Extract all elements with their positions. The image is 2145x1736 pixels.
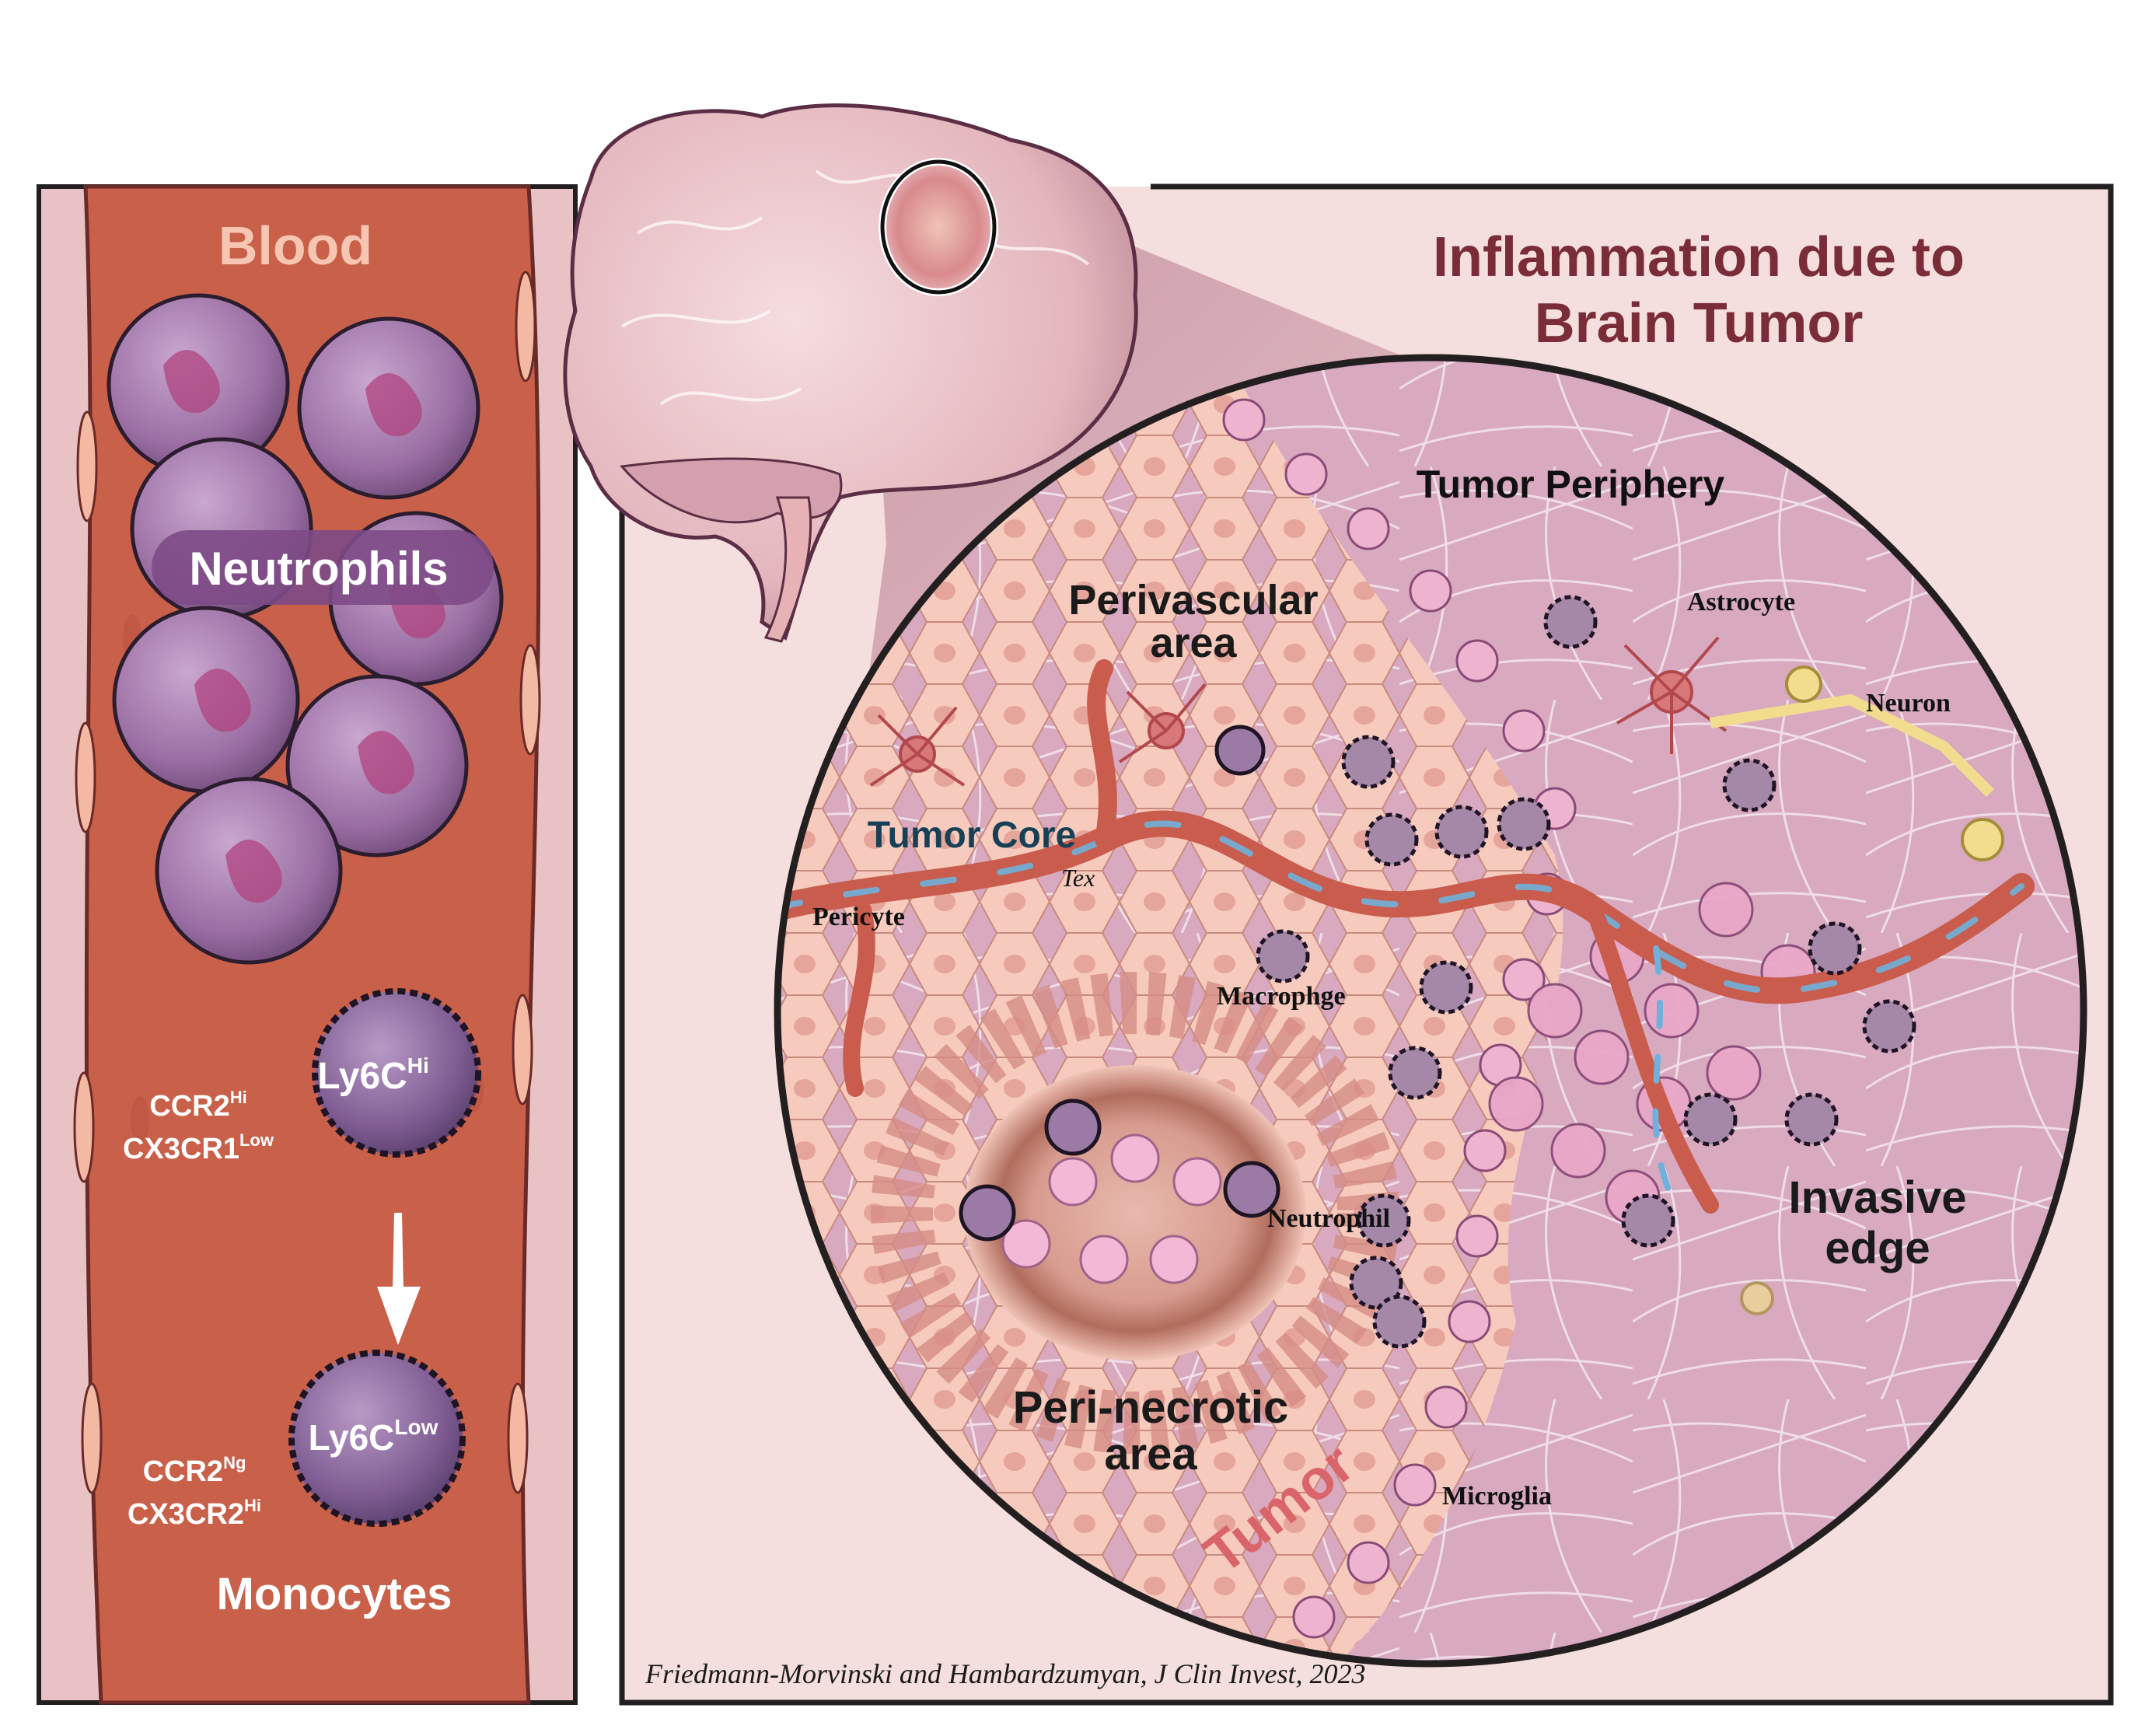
monocyte-ly6c-hi (312, 988, 481, 1158)
differentiation-arrow (377, 1213, 421, 1345)
label-perivascular-1: Perivascular (1068, 577, 1318, 623)
marker-ccr2-hi: CCR2Hi (149, 1088, 246, 1123)
tumor-neutrophils (959, 725, 1280, 1242)
ly6c-hi-label: Ly6CHi (317, 1053, 429, 1097)
tumor-vasculature (777, 659, 2035, 1216)
tumor-panel: Inflammation due to Brain Tumor (619, 183, 2114, 1706)
marker-cx3cr1-low: CX3CR1Low (123, 1130, 274, 1165)
label-invasive-1: Invasive (1789, 1172, 1967, 1223)
label-tumor-core: Tumor Core (868, 815, 1076, 856)
label-tex: Tex (1061, 864, 1095, 892)
monocyte-ly6c-low (288, 1350, 466, 1527)
figure-title-line2: Brain Tumor (1535, 292, 1864, 355)
label-neutrophil: Neutrophil (1267, 1204, 1390, 1233)
magnified-region-border (774, 354, 2087, 1668)
microglia-border (1222, 398, 1577, 1639)
monocytes-label: Monocytes (217, 1569, 452, 1619)
label-perinecrotic-1: Peri-necrotic (1013, 1382, 1289, 1433)
ly6c-low-label: Ly6CLow (309, 1415, 438, 1458)
label-perinecrotic-2: area (1104, 1429, 1197, 1479)
endothelial-cells (73, 271, 541, 1494)
tumor-site (886, 165, 991, 289)
marker-ccr2-ng: CCR2Ng (143, 1453, 246, 1488)
label-astrocyte: Astrocyte (1687, 588, 1795, 617)
tumor-microenvironment (777, 358, 2084, 1664)
necrotic-infiltrate-cells (1001, 1133, 1222, 1284)
label-invasive-2: edge (1825, 1223, 1930, 1273)
label-microglia: Microglia (1442, 1482, 1552, 1511)
brain-illustration (563, 103, 1138, 643)
label-perivascular-2: area (1150, 620, 1237, 666)
blood-heading: Blood (218, 215, 372, 276)
neutrophils-label-backdrop (152, 530, 494, 605)
label-macrophage: Macrophge (1217, 982, 1346, 1011)
tumor-site-ring (880, 159, 997, 295)
brainstem (763, 496, 812, 643)
neutrophils-label: Neutrophils (189, 543, 448, 595)
macrophages (1256, 595, 1916, 1349)
citation: Friedmann-Morvinski and Hambardzumyan, J… (645, 1658, 1366, 1689)
neurons (1709, 665, 2004, 1315)
neutrophil-nuclei (163, 350, 445, 903)
label-tumor-periphery: Tumor Periphery (1417, 463, 1725, 506)
figure-title-line1: Inflammation due to (1433, 226, 1965, 288)
marker-cx3cr2-hi: CX3CR2Hi (128, 1496, 261, 1531)
astrocytes (869, 636, 1728, 787)
label-neuron: Neuron (1866, 689, 1951, 718)
label-pericyte: Pericyte (812, 903, 905, 931)
blood-panel: Blood Neutrophils Ly6CHi CCR2Hi (37, 184, 578, 1705)
